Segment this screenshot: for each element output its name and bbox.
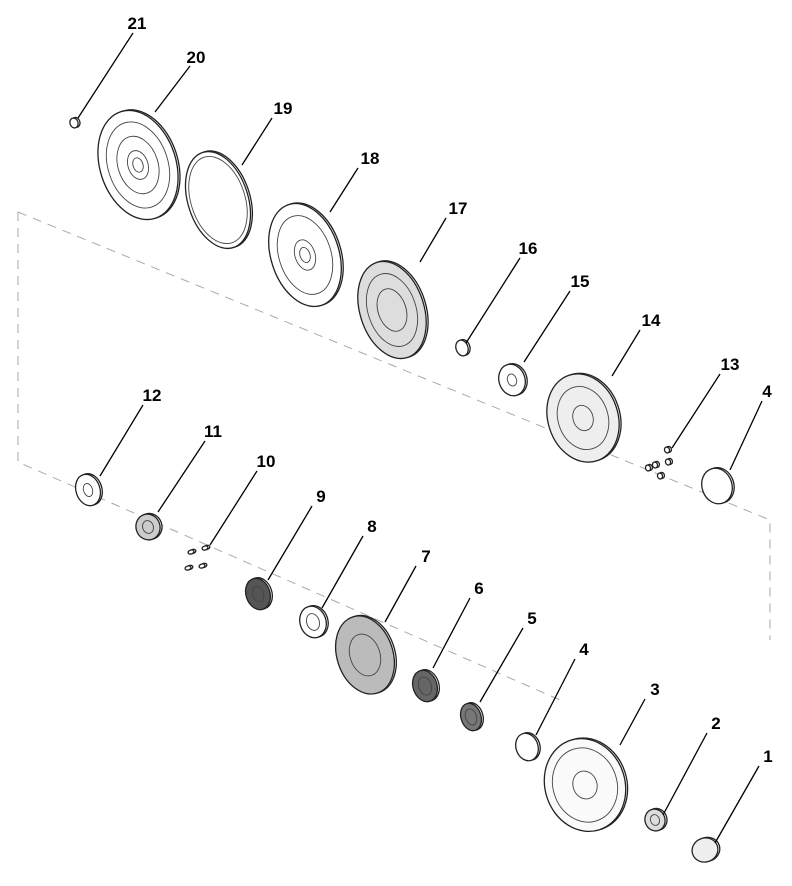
leader-line-13 <box>671 373 721 449</box>
subassembly-dashed-outline <box>17 211 771 701</box>
callout-label-12: 12 <box>143 386 162 405</box>
leader-line-11 <box>157 440 206 513</box>
callout-label-3: 3 <box>650 680 659 699</box>
part-6 <box>411 669 440 703</box>
part-4 <box>701 466 735 505</box>
leader-line-7 <box>384 565 417 623</box>
callout-label-11: 11 <box>204 422 222 441</box>
part-21 <box>69 116 81 129</box>
callout-label-6: 6 <box>474 579 483 598</box>
part-18 <box>268 202 344 308</box>
part-9 <box>244 577 273 611</box>
callout-label-7: 7 <box>421 547 430 566</box>
part-5 <box>459 702 485 732</box>
leader-line-10 <box>209 470 258 546</box>
callout-label-14: 14 <box>642 311 661 330</box>
part-17 <box>357 260 429 360</box>
leader-line-6 <box>432 597 471 669</box>
callout-label-4: 4 <box>579 640 589 659</box>
part-7 <box>334 614 397 695</box>
part-16 <box>455 338 471 357</box>
callout-label-17: 17 <box>449 199 468 218</box>
callout-label-2: 2 <box>711 714 720 733</box>
part-13 <box>656 471 666 480</box>
callout-label-19: 19 <box>274 99 293 118</box>
callout-label-20: 20 <box>187 48 206 67</box>
leader-line-21 <box>77 32 134 119</box>
part-12 <box>74 473 103 507</box>
leader-line-12 <box>99 404 144 477</box>
part-14 <box>546 372 622 463</box>
leader-line-9 <box>267 505 313 581</box>
leader-line-1 <box>714 765 760 844</box>
part-13 <box>644 463 654 472</box>
leader-line-15 <box>523 290 571 363</box>
callout-label-13: 13 <box>721 355 740 374</box>
part-15 <box>498 362 528 397</box>
leader-line-20 <box>154 65 191 113</box>
leader-line-14 <box>611 329 641 377</box>
callout-label-1: 1 <box>763 747 772 766</box>
callout-label-8: 8 <box>367 517 376 536</box>
part-10 <box>184 564 194 571</box>
leader-line-8 <box>321 535 364 609</box>
part-10 <box>198 562 208 569</box>
callout-label-16: 16 <box>519 239 538 258</box>
part-13 <box>664 457 674 466</box>
part-20 <box>97 109 181 221</box>
leader-line-18 <box>329 167 359 213</box>
leader-line-16 <box>465 257 521 344</box>
callout-label-5: 5 <box>527 609 536 628</box>
part-13 <box>663 445 673 454</box>
part-19 <box>184 150 253 250</box>
leader-line-4 <box>535 658 576 736</box>
part-10 <box>187 548 197 555</box>
leader-line-19 <box>241 117 273 166</box>
part-8 <box>299 604 329 639</box>
part-10 <box>201 544 211 551</box>
callout-label-10: 10 <box>257 452 276 471</box>
leader-line-3 <box>619 698 646 746</box>
leader-line-4 <box>729 400 763 471</box>
leader-line-5 <box>479 627 524 703</box>
leader-line-17 <box>419 217 447 263</box>
callout-label-18: 18 <box>361 149 380 168</box>
leader-lines <box>77 32 763 844</box>
part-11 <box>135 512 163 541</box>
parts <box>69 109 735 863</box>
part-3 <box>543 737 629 833</box>
callout-label-21: 21 <box>128 14 147 33</box>
part-1 <box>691 836 721 863</box>
callout-label-15: 15 <box>571 272 590 291</box>
part-2 <box>644 807 668 832</box>
part-4 <box>515 731 541 762</box>
leader-line-2 <box>662 732 708 816</box>
callout-label-4: 4 <box>762 382 772 401</box>
callout-label-9: 9 <box>316 487 325 506</box>
part-13 <box>651 460 661 469</box>
